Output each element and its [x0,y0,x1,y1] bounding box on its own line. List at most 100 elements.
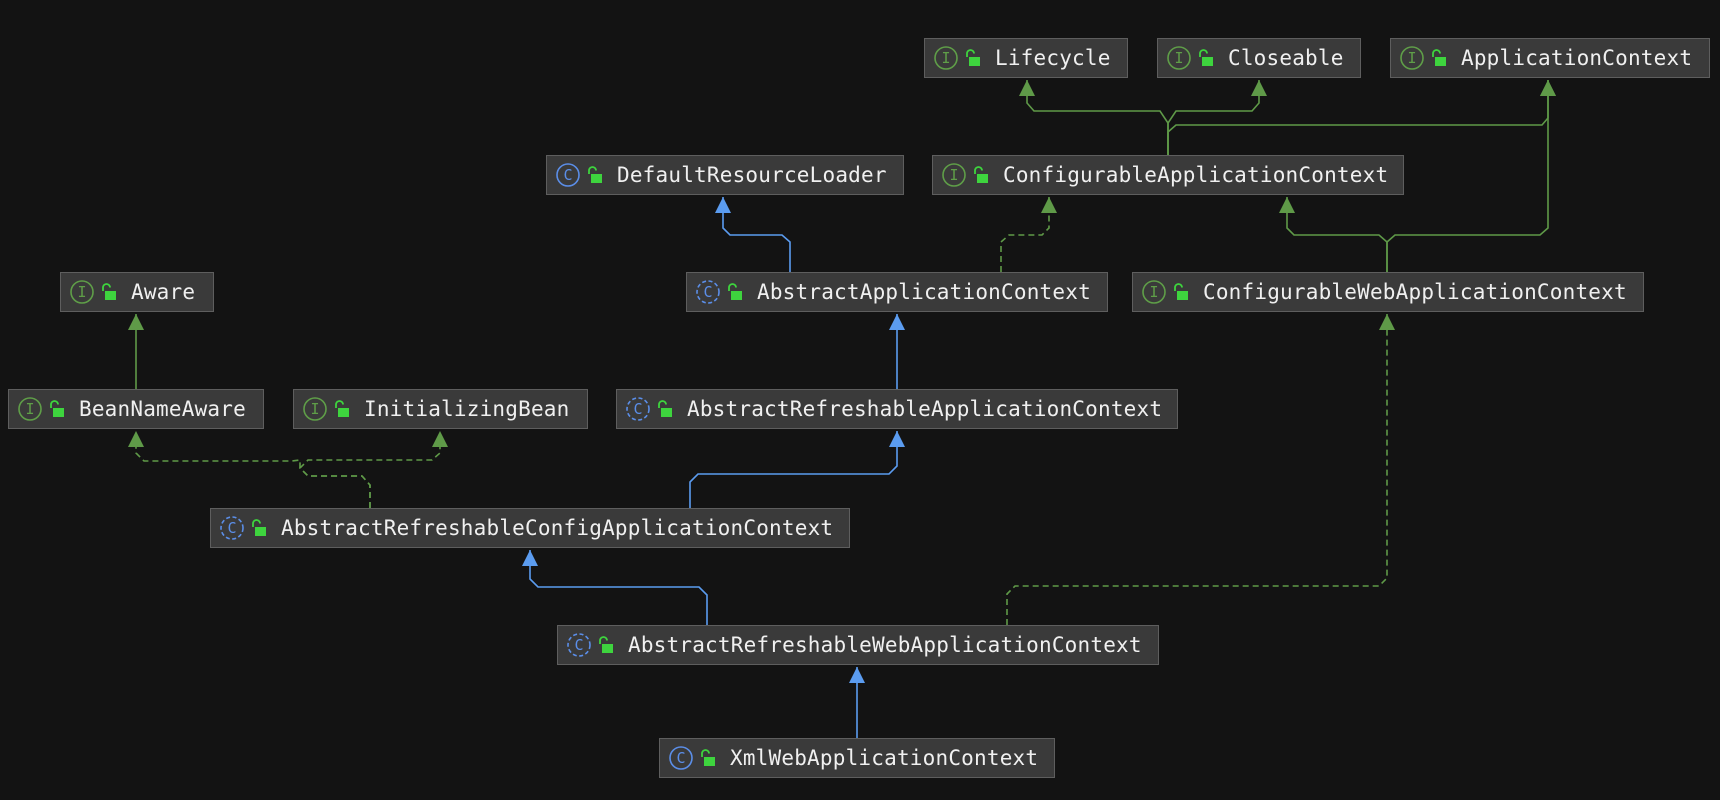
svg-text:I: I [949,166,958,184]
edge-arwac-cwac [1006,314,1395,625]
edge-arwac-arcac [522,550,708,625]
node-bean-name-aware[interactable]: I BeanNameAware [8,389,264,429]
arrowhead [849,667,865,683]
interface-icon: I [1166,45,1192,71]
edge-cac-closeable [1167,80,1267,155]
arrowhead [1019,80,1035,96]
interface-icon: I [933,45,959,71]
svg-text:I: I [1174,49,1183,67]
class-icon: C [555,162,581,188]
edge-bean-name-aware-aware [128,314,144,389]
edge-line [529,550,708,625]
edge-arcac-arac [689,431,905,508]
class-icon: C [668,745,694,771]
arrowhead [889,431,905,447]
public-access-lock-icon [700,748,718,768]
node-configurable-application-context[interactable]: I ConfigurableApplicationContext [932,155,1404,195]
edge-cwac-application-context [1386,80,1556,272]
arrowhead [1251,80,1267,96]
public-access-lock-icon [334,399,352,419]
public-access-lock-icon [965,48,983,68]
edge-arcac-bean-name-aware [128,431,371,508]
abstract-class-icon: C [695,279,721,305]
node-label: Aware [131,280,196,304]
edge-line [135,431,371,508]
node-xml-web-application-context[interactable]: C XmlWebApplicationContext [659,738,1055,778]
svg-text:C: C [633,400,642,418]
public-access-lock-icon [1431,48,1449,68]
node-label: Closeable [1228,46,1344,70]
edge-xwac-arwac [849,667,865,738]
svg-text:C: C [563,166,572,184]
edge-line [1386,80,1549,272]
abstract-class-icon: C [625,396,651,422]
edge-line [1000,197,1050,272]
abstract-class-icon: C [219,515,245,541]
arrowhead [1540,80,1556,96]
node-aware[interactable]: I Aware [60,272,214,312]
svg-text:C: C [676,749,685,767]
node-label: AbstractRefreshableWebApplicationContext [628,633,1142,657]
edge-aac-default-resource-loader [715,197,791,272]
arrowhead [715,197,731,213]
public-access-lock-icon [727,282,745,302]
public-access-lock-icon [973,165,991,185]
node-label: ConfigurableApplicationContext [1003,163,1389,187]
public-access-lock-icon [251,518,269,538]
public-access-lock-icon [1173,282,1191,302]
edge-line [1006,314,1388,625]
edge-line [1167,80,1260,155]
arrowhead [522,550,538,566]
interface-icon: I [17,396,43,422]
edge-cwac-cac [1279,197,1388,272]
node-application-context[interactable]: I ApplicationContext [1390,38,1710,78]
svg-text:I: I [25,400,34,418]
node-default-resource-loader[interactable]: C DefaultResourceLoader [546,155,904,195]
arrowhead [1379,314,1395,330]
public-access-lock-icon [598,635,616,655]
node-abstract-application-context[interactable]: C AbstractApplicationContext [686,272,1108,312]
node-label: ConfigurableWebApplicationContext [1203,280,1627,304]
svg-text:C: C [227,519,236,537]
interface-icon: I [69,279,95,305]
interface-icon: I [1141,279,1167,305]
interface-icon: I [1399,45,1425,71]
node-closeable[interactable]: I Closeable [1157,38,1361,78]
public-access-lock-icon [101,282,119,302]
edge-line [1286,197,1388,272]
arrowhead [1279,197,1295,213]
node-configurable-web-application-context[interactable]: I ConfigurableWebApplicationContext [1132,272,1644,312]
public-access-lock-icon [657,399,675,419]
edge-cac-lifecycle [1019,80,1169,155]
edge-arac-aac [889,314,905,389]
edge-line [298,431,441,508]
edge-line [1026,80,1169,155]
svg-text:I: I [1149,283,1158,301]
svg-text:I: I [310,400,319,418]
arrowhead [1041,197,1057,213]
arrowhead [889,314,905,330]
edge-line [689,431,898,508]
public-access-lock-icon [49,399,67,419]
interface-icon: I [941,162,967,188]
edge-cac-application-context [1167,80,1556,155]
node-label: DefaultResourceLoader [617,163,887,187]
node-label: AbstractApplicationContext [757,280,1091,304]
public-access-lock-icon [587,165,605,185]
svg-text:I: I [1407,49,1416,67]
arrowhead [432,431,448,447]
node-label: ApplicationContext [1461,46,1693,70]
interface-icon: I [302,396,328,422]
node-label: BeanNameAware [79,397,246,421]
public-access-lock-icon [1198,48,1216,68]
svg-text:I: I [941,49,950,67]
arrowhead [128,314,144,330]
node-label: XmlWebApplicationContext [730,746,1039,770]
